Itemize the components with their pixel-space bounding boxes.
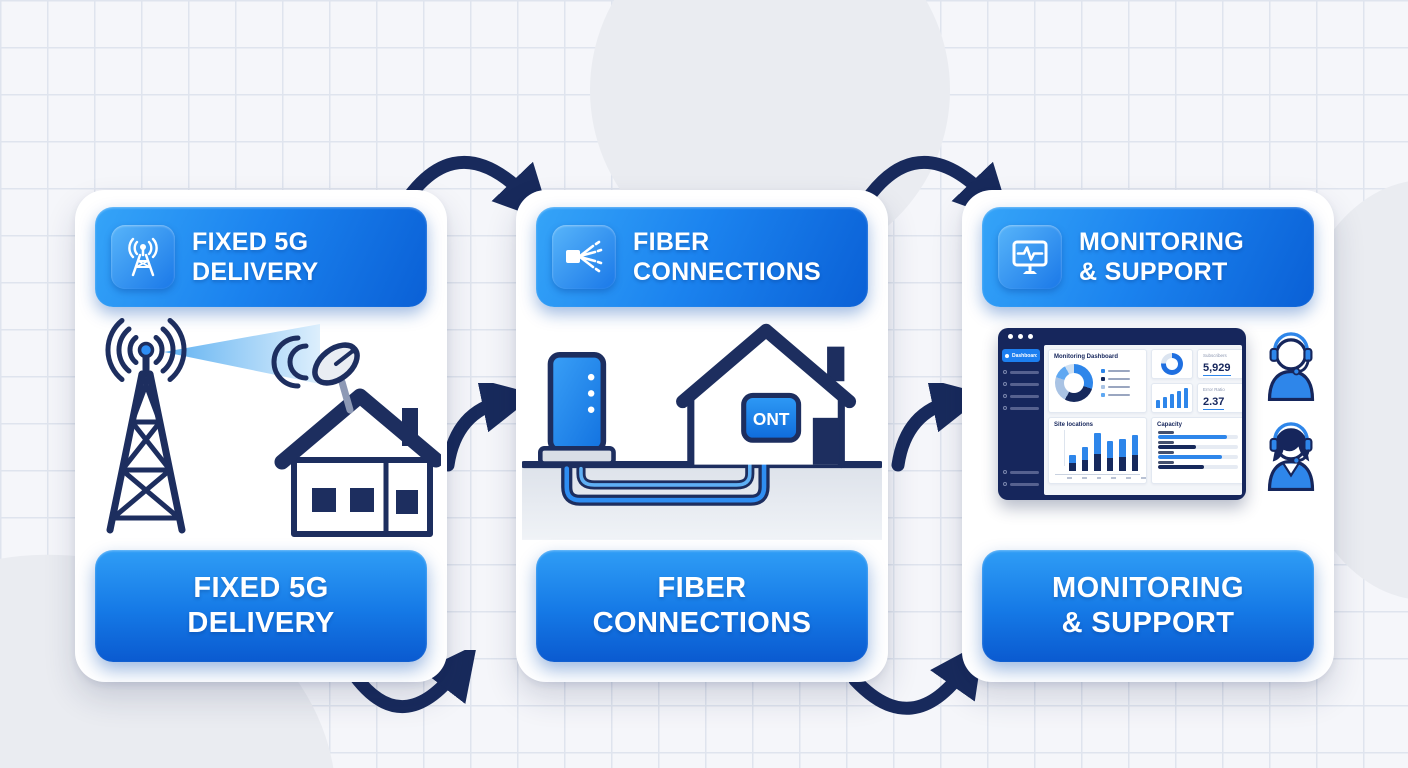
footer-title-line2: DELIVERY <box>187 607 335 639</box>
header-badge-fixed-5g: FIXED 5G DELIVERY <box>95 207 427 307</box>
site-locations-chart <box>1049 430 1146 474</box>
support-agent-female-icon <box>1267 422 1315 492</box>
footer-badge-fixed-5g: FIXED 5G DELIVERY <box>95 550 427 662</box>
dashboard-sidebar: Dashboard <box>998 345 1044 500</box>
stat-label: Subscribers <box>1203 353 1227 358</box>
sidebar-item-icon <box>1005 353 1009 358</box>
fixed-5g-illustration <box>81 312 444 544</box>
dashboard-title: Monitoring Dashboard <box>1054 354 1118 360</box>
ring-panel <box>1151 349 1193 379</box>
footer-title: MONITORING & SUPPORT <box>1052 571 1244 642</box>
footer-title-line2: & SUPPORT <box>1061 607 1235 639</box>
arrow-middle-1 <box>441 383 533 472</box>
donut-panel: Monitoring Dashboard <box>1048 349 1147 413</box>
header-title-line1: MONITORING <box>1079 227 1245 256</box>
header-title-line1: FIXED 5G <box>192 227 309 256</box>
donut-legend <box>1101 369 1130 397</box>
monitor-pulse-icon <box>998 225 1062 289</box>
sidebar-item-label: Dashboard <box>1012 352 1037 359</box>
sidebar-item-dashboard: Dashboard <box>1002 349 1040 362</box>
donut-chart <box>1055 364 1093 402</box>
header-title: MONITORING & SUPPORT <box>1079 227 1244 288</box>
support-agent-male-icon <box>1267 332 1315 402</box>
header-title-line1: FIBER <box>633 227 710 256</box>
street-cabinet <box>538 351 616 466</box>
dashboard-window: Dashboard Monitoring Dashboard <box>998 328 1246 500</box>
satellite-dish <box>271 335 360 414</box>
footer-title-line1: MONITORING <box>1052 571 1244 604</box>
signal-beam <box>164 324 320 384</box>
stat-label: Error Ratio <box>1203 387 1225 392</box>
sidebar-bottom-items <box>998 462 1044 494</box>
fiber-cables <box>561 434 770 506</box>
fiber-illustration: ONT <box>520 312 884 544</box>
radio-tower <box>105 318 187 534</box>
cell-tower-icon <box>111 225 175 289</box>
step-card-fixed-5g: FIXED 5G DELIVERY <box>75 190 447 682</box>
header-title-line2: CONNECTIONS <box>633 258 822 286</box>
header-badge-fiber: FIBER CONNECTIONS <box>536 207 868 307</box>
ring-chart <box>1161 353 1183 375</box>
header-badge-monitoring: MONITORING & SUPPORT <box>982 207 1314 307</box>
arrow-bottom-2 <box>848 650 984 715</box>
subscribers-stat-panel: Subscribers 5,929 <box>1197 349 1242 379</box>
footer-title-line2: CONNECTIONS <box>592 607 812 639</box>
header-title: FIBER CONNECTIONS <box>633 227 821 288</box>
capacity-title: Capacity <box>1157 422 1183 428</box>
step-card-fiber: FIBER CONNECTIONS <box>516 190 888 682</box>
mini-bar-chart <box>1151 383 1193 413</box>
ont-label: ONT <box>753 409 790 429</box>
house <box>274 388 444 537</box>
x-axis-ticks <box>1049 475 1146 479</box>
footer-title: FIBER CONNECTIONS <box>593 571 812 642</box>
window-dots <box>1008 334 1033 339</box>
footer-badge-monitoring: MONITORING & SUPPORT <box>982 550 1314 662</box>
arrow-middle-2 <box>891 383 983 472</box>
sidebar-item <box>1003 406 1039 410</box>
sidebar-item <box>1003 394 1039 398</box>
monitoring-illustration: Dashboard Monitoring Dashboard <box>968 312 1328 544</box>
site-locations-title: Site locations <box>1054 422 1094 428</box>
arrow-bottom-1 <box>348 650 478 714</box>
stat-value: 2.37 <box>1203 396 1225 410</box>
footer-title-line1: FIBER <box>657 571 747 604</box>
error-stat-panel: Error Ratio 2.37 <box>1197 383 1242 413</box>
header-title-line2: DELIVERY <box>192 258 319 286</box>
fiber-cable-icon <box>552 225 616 289</box>
footer-badge-fiber: FIBER CONNECTIONS <box>536 550 868 662</box>
sidebar-item <box>1003 382 1039 386</box>
dashboard-main: Monitoring Dashboard Subscribers 5,929 <box>1044 345 1242 495</box>
ont-box: ONT <box>741 392 802 443</box>
footer-title-line1: FIXED 5G <box>193 571 329 604</box>
sidebar-item <box>1003 370 1039 374</box>
step-card-monitoring: MONITORING & SUPPORT Dashboard <box>962 190 1334 682</box>
stat-value: 5,929 <box>1203 362 1231 376</box>
header-title: FIXED 5G DELIVERY <box>192 227 319 288</box>
site-locations-panel: Site locations <box>1048 417 1147 484</box>
footer-title: FIXED 5G DELIVERY <box>187 571 334 642</box>
capacity-panel: Capacity <box>1151 417 1242 484</box>
header-title-line2: & SUPPORT <box>1079 258 1228 286</box>
capacity-rows <box>1152 430 1242 470</box>
